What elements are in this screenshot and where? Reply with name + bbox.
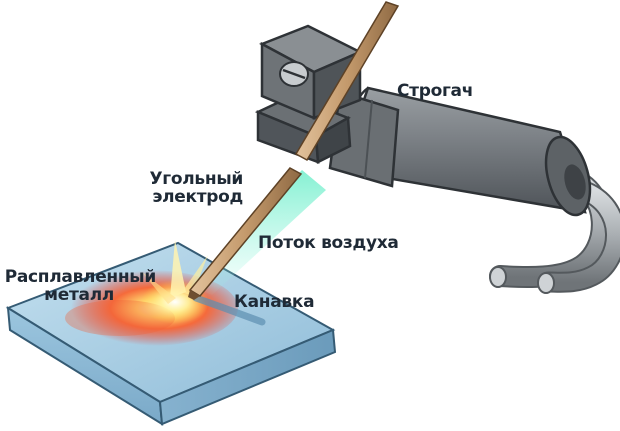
molten-metal-label-line2: металл [44, 285, 114, 305]
air-flow-label-text: Поток воздуха [258, 233, 399, 253]
air-hoses [489, 167, 620, 294]
groove-channel [192, 294, 266, 326]
screw-icon [279, 61, 309, 87]
carbon-electrode-label-line2: электрод [152, 187, 243, 207]
molten-metal-label: Расплавленный металл [4, 267, 157, 305]
air-flow-label: Поток воздуха [258, 234, 399, 252]
carbon-electrode-label-line1: Угольный [149, 169, 244, 189]
gouger-label: Строгач [397, 82, 473, 100]
molten-metal-label-line1: Расплавленный [4, 267, 157, 287]
carbon-electrode [188, 1, 400, 300]
gouger-label-text: Строгач [397, 81, 474, 101]
groove-label: Канавка [234, 292, 315, 312]
carbon-electrode-label: Угольный электрод [135, 169, 244, 207]
groove-label-text: Канавка [234, 292, 315, 312]
gouger-handle [328, 86, 592, 217]
